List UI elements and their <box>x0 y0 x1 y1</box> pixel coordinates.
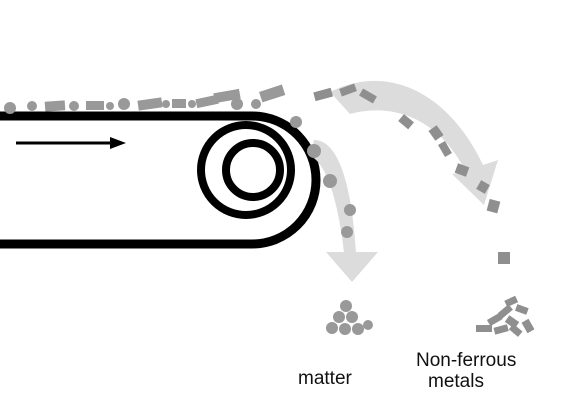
matter-label: matter <box>298 368 352 389</box>
nonferrous-metals-label: Non-ferrous metals <box>416 350 516 392</box>
trajectory-arrows <box>310 80 498 282</box>
drum-outer-ring <box>197 121 295 219</box>
nonferrous-trajectory-arrow <box>330 80 498 205</box>
nonferrous-label-line1: Non-ferrous <box>416 350 517 371</box>
falling-matter-particles <box>290 116 356 238</box>
nonferrous-label-line2: metals <box>428 371 484 392</box>
nonferrous-flakes <box>313 83 510 264</box>
nonferrous-pile <box>476 295 535 337</box>
matter-pile <box>326 300 373 335</box>
matter-trajectory-arrow <box>310 140 378 282</box>
conveyor-belt <box>0 111 321 249</box>
belt-loop <box>0 111 321 249</box>
material-on-belt <box>4 84 286 114</box>
drum-inner-ring <box>222 139 284 201</box>
belt-direction-arrow-icon <box>16 137 126 149</box>
